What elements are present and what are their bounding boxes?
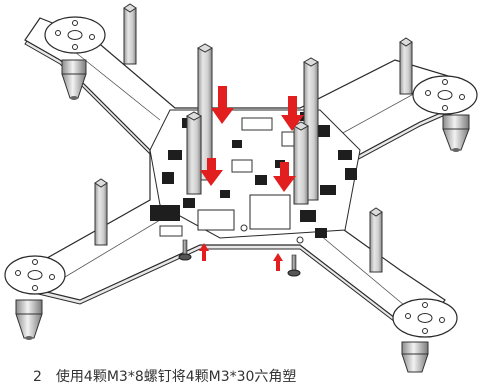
motor-mount-front-right (412, 75, 478, 152)
step-caption: 2 使用4颗M3*8螺钉将4颗M3*30六角塑 (33, 366, 296, 386)
step-text: 使用4颗M3*8螺钉将4颗M3*30六角塑 (55, 369, 297, 385)
arm-standoff-front-left (123, 3, 137, 65)
arm-standoff-rear-left (94, 178, 108, 246)
step-number: 2 (33, 369, 42, 385)
motor-mount-rear-left (4, 255, 66, 340)
motor-mount-front-left (44, 16, 106, 100)
red-arrow-down-icon (273, 162, 296, 192)
arm-standoff-front-right (399, 37, 413, 95)
motor-mount-rear-right (392, 298, 458, 373)
screw-left (178, 239, 192, 261)
red-arrow-down-icon (281, 96, 304, 131)
center-standoff-front-right (292, 121, 310, 205)
red-arrow-up-icon (273, 253, 283, 271)
arm-standoff-rear-right (369, 207, 383, 273)
red-arrow-up-icon (199, 243, 209, 261)
red-arrow-down-icon (211, 86, 234, 124)
screw-right (287, 254, 301, 277)
center-standoff-front-left (185, 111, 203, 195)
red-arrow-down-icon (200, 158, 223, 186)
